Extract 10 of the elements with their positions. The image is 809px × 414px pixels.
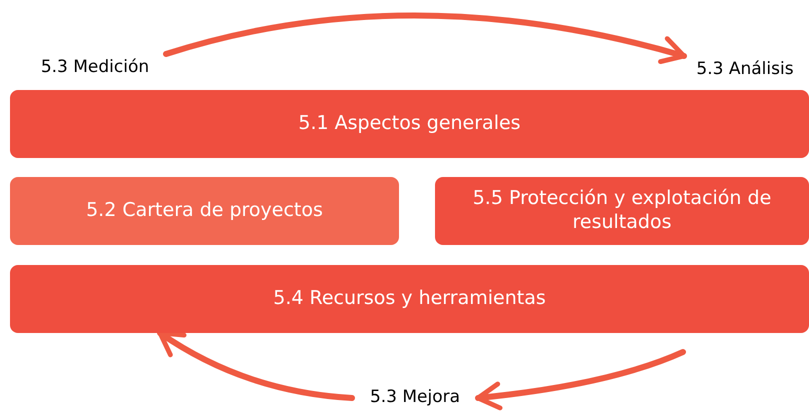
- stage-label: 5.3 Análisis: [684, 56, 806, 84]
- curved-arrow: [157, 330, 355, 401]
- curved-arrow: [163, 12, 687, 65]
- section-box: 5.1 Aspectos generales: [10, 90, 809, 158]
- stage-label: 5.3 Mejora: [352, 384, 478, 412]
- section-box: 5.5 Protección y explotación de resultados: [435, 177, 809, 245]
- curved-arrow: [475, 349, 686, 410]
- stage-label: 5.3 Medición: [24, 54, 166, 82]
- section-box: 5.4 Recursos y herramientas: [10, 265, 809, 333]
- section-box: 5.2 Cartera de proyectos: [10, 177, 399, 245]
